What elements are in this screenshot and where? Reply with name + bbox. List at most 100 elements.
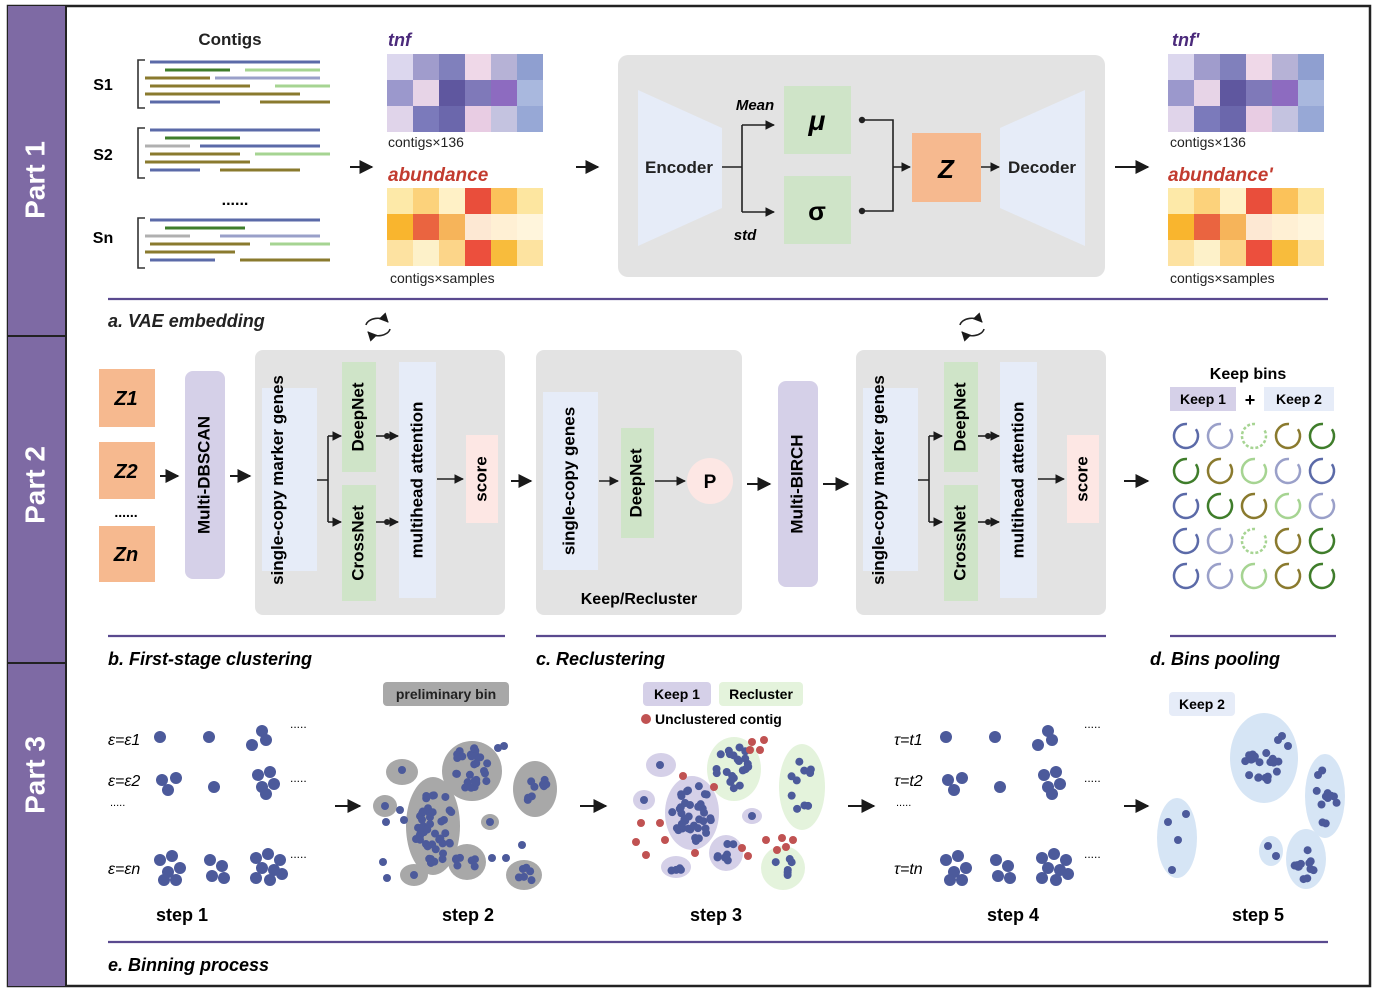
contig-point (695, 815, 704, 824)
heatmap-cell (1168, 214, 1194, 240)
eps2-label: ε=ε2 (108, 773, 140, 790)
contig-point (1262, 749, 1271, 758)
heatmap-cell (413, 54, 439, 80)
heatmap-cell (387, 54, 413, 80)
contig-point (992, 870, 1004, 882)
deepnet-box-3 (944, 362, 978, 472)
z2-box (99, 442, 155, 499)
bin-ring (1308, 422, 1336, 450)
cycle-icon (959, 312, 985, 342)
heatmap-cell (491, 106, 517, 132)
contig-point (729, 840, 738, 849)
keep2-ellipse (1286, 829, 1326, 889)
heatmap-cell (1220, 240, 1246, 266)
contig-point (632, 838, 640, 846)
contig-point (1032, 739, 1044, 751)
abundance-prime-label: abundance' (1168, 165, 1274, 186)
contig-point (741, 754, 750, 763)
contig-point (1327, 791, 1336, 800)
contig-point (467, 752, 476, 761)
crossnet-label-2: CrossNet (950, 505, 969, 581)
step3-keep1-label: Keep 1 (654, 686, 700, 702)
bin-ring (1274, 422, 1302, 450)
scmg-label: single-copy marker genes (268, 375, 287, 585)
contig-point (465, 770, 474, 779)
contig-point (423, 842, 432, 851)
contig-point (748, 812, 756, 820)
contig-point (1318, 766, 1327, 775)
heatmap-cell (1272, 214, 1298, 240)
contig-point (940, 854, 952, 866)
crossnet-box-2 (944, 485, 978, 601)
contig-point (712, 769, 721, 778)
contig-point (530, 782, 539, 791)
contig-point (944, 874, 956, 886)
contig-point (1255, 758, 1264, 767)
bin-ring (1172, 562, 1200, 590)
heatmap-cell (1194, 54, 1220, 80)
heatmap-cell (465, 240, 491, 266)
heatmap-cell (1246, 214, 1272, 240)
contig-point (470, 855, 479, 864)
bin-ring (1308, 527, 1336, 555)
contig-point (1036, 872, 1048, 884)
tnf-reconstructed-heatmap (1168, 54, 1324, 132)
contig-point (722, 767, 731, 776)
contig-point (675, 864, 684, 873)
first-stage-panel (255, 350, 505, 615)
contig-point (439, 849, 448, 858)
t-row1-ellipsis: ..... (1084, 717, 1101, 731)
heatmap-cell (1194, 240, 1220, 266)
row1-ellipsis: ..... (290, 717, 307, 731)
heatmap-cell (517, 214, 543, 240)
heatmap-cell (491, 188, 517, 214)
step3-label: step 3 (690, 905, 742, 925)
recluster-ellipse (779, 744, 825, 830)
step3-keep1-badge (643, 682, 711, 706)
contig-point (762, 836, 770, 844)
contig-point (1036, 852, 1048, 864)
contig-point (698, 804, 707, 813)
contig-point (1241, 757, 1250, 766)
tnf-heatmap (387, 54, 543, 132)
contig-point (667, 866, 676, 875)
heatmap-cell (387, 240, 413, 266)
contig-point (445, 839, 454, 848)
encoder-shape (638, 90, 722, 246)
contig-point (1046, 788, 1058, 800)
heatmap-cell (517, 80, 543, 106)
step5-keep2-label: Keep 2 (1179, 696, 1225, 712)
abundance-label: abundance (388, 165, 489, 186)
heatmap-cell (1220, 214, 1246, 240)
caption-first-stage: b. First-stage clustering (108, 649, 312, 669)
plus-sign: + (1245, 390, 1256, 410)
contig-point (1317, 800, 1326, 809)
contig-point (458, 752, 467, 761)
heatmap-cell (1168, 106, 1194, 132)
contig-point (461, 783, 470, 792)
keep-recluster-label: Keep/Recluster (581, 591, 698, 608)
contig-point (426, 858, 435, 867)
contig-point (262, 848, 274, 860)
keep2-ellipse (1259, 836, 1283, 866)
multi-dbscan-label: Multi-DBSCAN (194, 416, 213, 534)
contig-point (203, 731, 215, 743)
contig-point (672, 824, 681, 833)
contig-point (1048, 848, 1060, 860)
contig-point (956, 772, 968, 784)
part2-section: Z1 Z2 ...... Zn Multi-DBSCAN single-copy… (99, 312, 1336, 669)
contig-point (741, 765, 750, 774)
scg-label: single-copy genes (559, 407, 578, 555)
contig-point (1050, 874, 1062, 886)
mu-box (784, 86, 851, 154)
contig-point (1046, 734, 1058, 746)
contig-point (156, 774, 168, 786)
heatmap-cell (387, 106, 413, 132)
sidebar (8, 6, 66, 986)
sample-sn-label: Sn (93, 230, 113, 247)
bin-ring (1240, 562, 1268, 590)
bin-ring (1206, 422, 1234, 450)
contig-point (952, 850, 964, 862)
heatmap-cell (413, 106, 439, 132)
contig-point (158, 874, 170, 886)
